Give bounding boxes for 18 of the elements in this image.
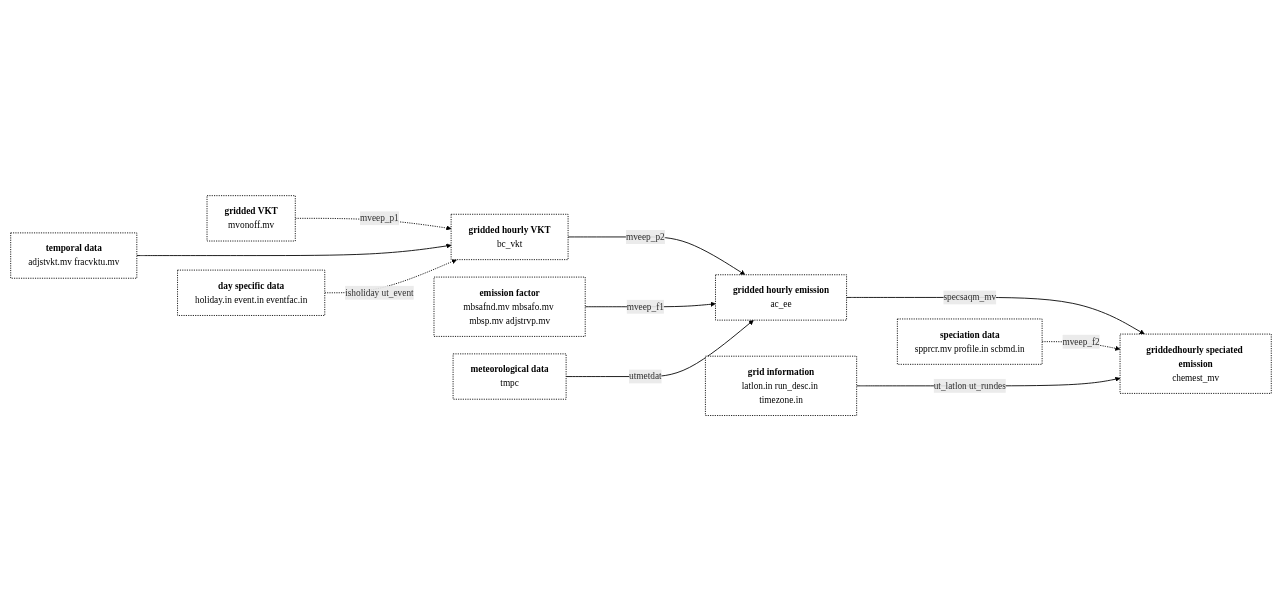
- edge-label: isholiday ut_event: [345, 287, 414, 298]
- node-box: gridded hourly emission ac_ee: [715, 274, 848, 321]
- edge-label: mveep_f1: [626, 301, 664, 312]
- node-box: day specific data holiday.in event.in eventfac.in: [177, 270, 326, 317]
- edge-label: ut_latlon ut_rundes: [933, 381, 1006, 391]
- node-box: grid information latlon.in run_desc.in timezone.in: [705, 356, 858, 417]
- edge-label: mveep_f2: [1062, 336, 1100, 347]
- node-box: gridded VKT mvonoff.mv: [206, 195, 296, 242]
- node-box: griddedhourly speciated emission chemest_mv: [1119, 334, 1272, 395]
- node-box: speciation data spprcr.mv profile.in scbmd.in: [896, 318, 1043, 366]
- node-box: emission factor mbsafnd.mv mbsafo.mv mbsp.mv adjstrvp.mv: [433, 277, 586, 338]
- edge-label: mveep_p1: [360, 213, 399, 224]
- node-box: temporal data adjstvkt.mv fracvktu.mv: [10, 232, 138, 280]
- edge-label: specsaqm_mv: [943, 292, 997, 303]
- node-box: meteorological data tmpc: [452, 353, 567, 401]
- edge-label: utmetdat: [629, 371, 662, 382]
- node-box: gridded hourly VKT bc_vkt: [450, 214, 569, 261]
- edge-label: mveep_p2: [625, 232, 665, 243]
